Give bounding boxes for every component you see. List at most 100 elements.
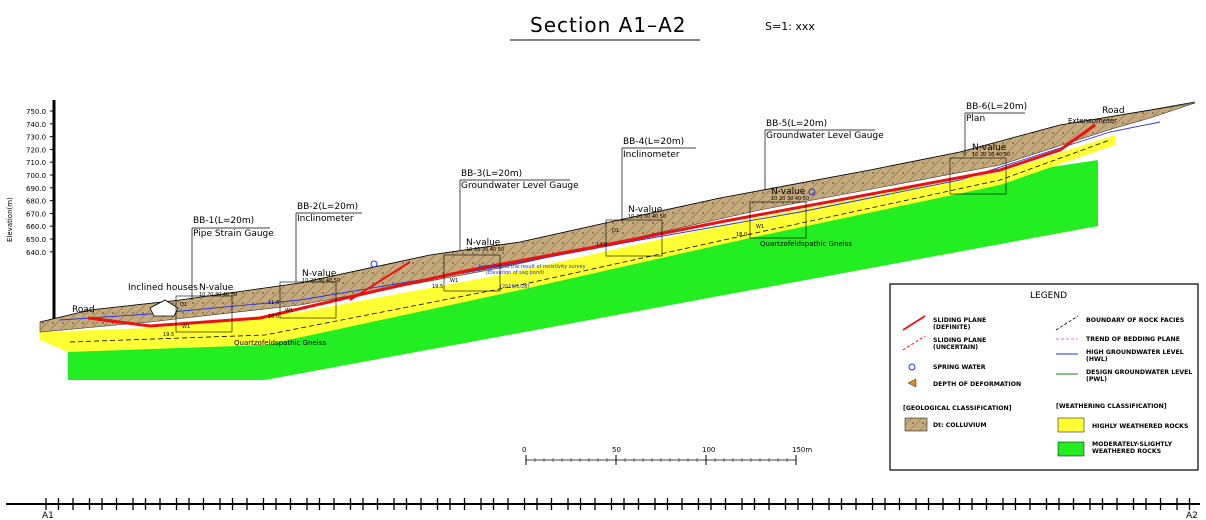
scale-tick-label: 100 xyxy=(702,446,715,454)
rock-facies-boundary xyxy=(69,139,1111,343)
depth-label: 19.5 xyxy=(163,332,174,338)
layer-w1: W1 xyxy=(756,224,764,230)
legend-geo-title: [GEOLOGICAL CLASSIFICATION] xyxy=(903,405,1012,412)
nvalue-scale: 10 20 30 40 50 xyxy=(466,247,504,253)
legend-sliding-uncertain-icon xyxy=(902,335,926,351)
legend-box: LEGEND SLIDING PLANE(DEFINITE) SLIDING P… xyxy=(889,283,1199,471)
layer-d1: D1 xyxy=(612,228,619,234)
nvalue-scale: 10 20 30 40 50 xyxy=(771,196,809,202)
nvalue-label: N-value xyxy=(302,269,337,279)
nvalue-label: N-value xyxy=(628,205,663,215)
road-right-label: Road xyxy=(1102,106,1125,116)
gw-date-note: (2016/5/28) xyxy=(500,284,530,290)
axis-tick-label: 660.0 xyxy=(26,223,46,231)
sliding-plane-branch xyxy=(349,261,411,301)
axis-tick-label: 670.0 xyxy=(26,210,46,218)
axis-tick-label: 740.0 xyxy=(26,121,46,129)
legend-bedding: TREND OF BEDDING PLANE xyxy=(1086,336,1180,343)
rock-label-1: Quartzofeldspathic Gneiss xyxy=(234,339,326,347)
axis-tick-label: 750.0 xyxy=(26,108,46,116)
highly-weathered-rock-layer xyxy=(40,135,1115,352)
borehole-instrument: Groundwater Level Gauge xyxy=(461,181,579,191)
nvalue-label: N-value xyxy=(199,283,234,293)
legend-title: LEGEND xyxy=(1030,291,1067,301)
baseline-start: A1 xyxy=(42,511,54,520)
nvalue-label: N-value xyxy=(972,143,1007,153)
layer-d1: D1 xyxy=(180,302,187,308)
legend-sliding-definite-icon xyxy=(902,315,926,331)
nvalue-scale: 10 20 30 40 50 xyxy=(628,214,666,220)
borehole-name: BB-4(L=20m) xyxy=(623,137,684,147)
scale-bar: 0 50 100 150m xyxy=(522,446,812,465)
axis-tick-label: 650.0 xyxy=(26,236,46,244)
borehole-bb6: BB-6(L=20m) Plan N-value 10 20 30 40 50 xyxy=(949,102,1027,195)
sag-pond-note: (Elevation of sag pond) xyxy=(486,270,544,276)
scale-tick-label: 150m xyxy=(792,446,812,454)
borehole-instrument: Inclinometer xyxy=(623,150,680,160)
borehole-name: BB-3(L=20m) xyxy=(461,169,522,179)
legend-spring: SPRING WATER xyxy=(933,364,986,371)
axis-label: Elevation(m) xyxy=(6,197,14,242)
legend-deformation-icon xyxy=(907,378,917,388)
road-left-label: Road xyxy=(72,305,95,315)
legend-colluvium-swatch xyxy=(904,417,928,432)
scale-tick-label: 50 xyxy=(612,446,621,454)
legend-sliding-uncertain: SLIDING PLANE(UNCERTAIN) xyxy=(933,337,986,351)
borehole-bb1: BB-1(L=20m) Pipe Strain Gauge N-value 10… xyxy=(163,216,274,338)
borehole-instrument: Groundwater Level Gauge xyxy=(766,131,884,141)
borehole-name: BB-6(L=20m) xyxy=(966,102,1027,112)
axis-tick-label: 690.0 xyxy=(26,185,46,193)
legend-geo-item: Dt: COLLUVIUM xyxy=(933,422,987,429)
legend-sliding-definite: SLIDING PLANE(DEFINITE) xyxy=(933,317,986,331)
nvalue-label: N-value xyxy=(466,238,501,248)
section-title: Section A1–A2 xyxy=(530,13,686,37)
borehole-bb4: BB-4(L=20m) Inclinometer N-value 10 20 3… xyxy=(596,137,696,257)
legend-highly-swatch xyxy=(1057,417,1085,433)
depth-label: 18.0 xyxy=(736,232,747,238)
groundwater-line xyxy=(59,121,1161,321)
axis-tick-label: 700.0 xyxy=(26,172,46,180)
legend-spring-icon xyxy=(908,363,916,371)
scale-label: S=1: xxx xyxy=(765,20,815,33)
resistivity-note: According to the result of resistivity s… xyxy=(478,264,586,270)
nvalue-label: N-value xyxy=(771,187,806,197)
legend-moderate-swatch xyxy=(1057,441,1085,457)
baseline-end: A2 xyxy=(1186,511,1198,520)
nvalue-scale: 10 20 30 40 50 xyxy=(302,278,340,284)
legend-rock-boundary: BOUNDARY OF ROCK FACIES xyxy=(1086,317,1184,324)
layer-w1: W1 xyxy=(285,308,293,314)
layer-w1: W1 xyxy=(450,278,458,284)
nvalue-scale: 10 20 30 40 50 xyxy=(199,292,237,298)
legend-weather-title: [WEATHERING CLASSIFICATION] xyxy=(1056,403,1167,410)
legend-pwl: DESIGN GROUNDWATER LEVEL(PWL) xyxy=(1086,369,1192,383)
sliding-plane-definite xyxy=(87,123,1096,328)
depth-label-2: 18.0 xyxy=(268,314,279,320)
borehole-bb3: BB-3(L=20m) Groundwater Level Gauge N-va… xyxy=(432,169,579,292)
axis-tick-label: 730.0 xyxy=(26,134,46,142)
rock-label-2: Quartzofeldspathic Gneiss xyxy=(760,240,852,248)
axis-tick-label: 710.0 xyxy=(26,159,46,167)
borehole-name: BB-5(L=20m) xyxy=(766,119,827,129)
depth-label: 14.0 xyxy=(596,242,607,248)
axis-tick-label: 720.0 xyxy=(26,146,46,154)
scale-tick-label: 0 xyxy=(522,446,526,454)
layer-w1: W1 xyxy=(182,324,190,330)
borehole-instrument: Inclinometer xyxy=(297,214,354,224)
borehole-bb2: BB-2(L=20m) Inclinometer N-value 10 20 3… xyxy=(268,202,362,320)
borehole-bb5: BB-5(L=20m) Groundwater Level Gauge N-va… xyxy=(736,119,884,239)
legend-deformation: DEPTH OF DEFORMATION xyxy=(933,381,1021,388)
borehole-instrument: Plan xyxy=(966,114,985,124)
depth-label: 19.5 xyxy=(432,284,443,290)
borehole-instrument: Pipe Strain Gauge xyxy=(193,229,274,239)
extensometer-label: Extensometer xyxy=(1068,117,1117,125)
houses-label: Inclined houses xyxy=(128,283,198,293)
axis-tick-label: 680.0 xyxy=(26,198,46,206)
legend-weather-high: HIGHLY WEATHERED ROCKS xyxy=(1092,423,1188,430)
legend-rock-boundary-icon xyxy=(1055,315,1079,331)
spring-water-icon xyxy=(370,188,816,268)
legend-hwl: HIGH GROUNDWATER LEVEL(HWL) xyxy=(1086,349,1184,363)
ground-surface xyxy=(39,101,1196,323)
baseline-ruler: A1 A2 xyxy=(6,498,1200,520)
